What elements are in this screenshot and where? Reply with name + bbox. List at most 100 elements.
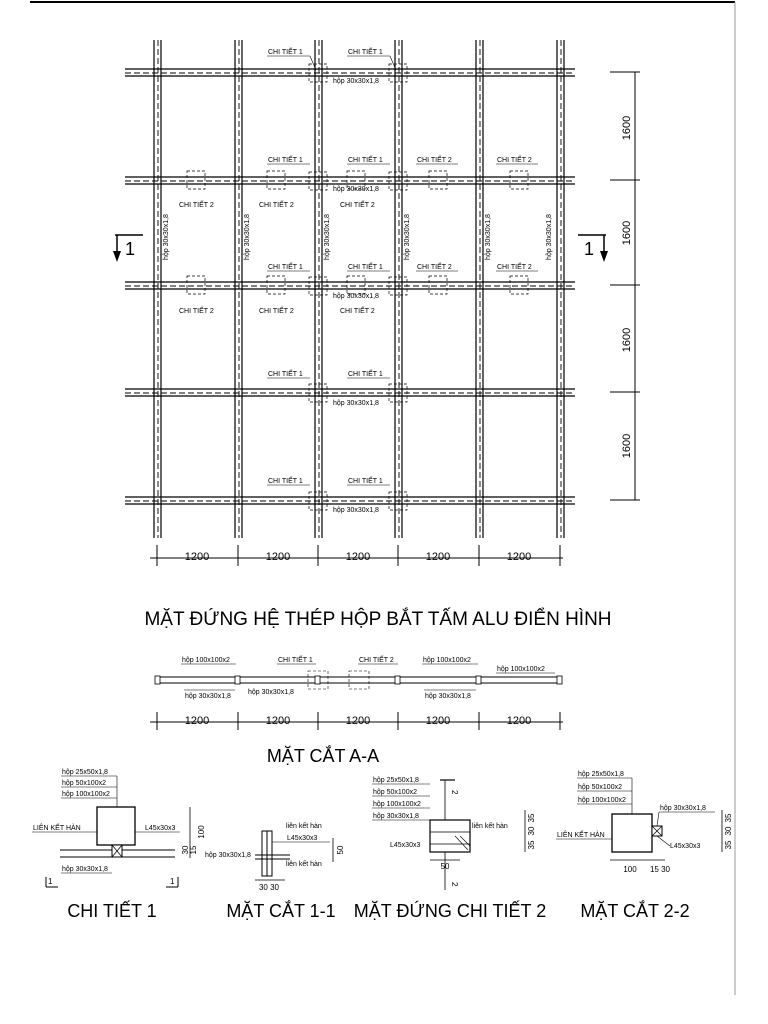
detail-2-marker xyxy=(346,275,366,295)
s22-weld: LIÊN KẾT HÀN xyxy=(557,829,605,839)
detail-1-marker xyxy=(388,383,408,403)
d2-hop25: hộp 25x50x1,8 xyxy=(373,777,419,784)
elevation-title: MẶT ĐỨNG HỆ THÉP HỘP BẮT TẤM ALU ĐIỂN HÌ… xyxy=(144,608,611,630)
d1-hop50: hộp 50x100x2 xyxy=(62,780,106,787)
d2-dim35b: 35 xyxy=(527,840,536,849)
callout-hop30-vert: hộp 30x30x1,8 xyxy=(546,214,553,260)
callout-hop30-vert: hộp 30x30x1,8 xyxy=(244,214,251,260)
detail-2-marker xyxy=(346,170,366,190)
d2-weld: liên kết hàn xyxy=(472,821,508,830)
d1-hop100: hộp 100x100x2 xyxy=(62,791,110,798)
aa-dim-5: 1200 xyxy=(507,715,531,727)
callout-ct1: CHI TIẾT 1 xyxy=(268,154,303,164)
callout-hop30-vert: hộp 30x30x1,8 xyxy=(163,214,170,260)
d1-mark-left: 1 xyxy=(48,877,53,886)
callout-hop30-vert: hộp 30x30x1,8 xyxy=(404,214,411,260)
elevation-detail-2-title: MẶT ĐỨNG CHI TIẾT 2 xyxy=(354,900,546,921)
callout-ct2: CHI TIẾT 2 xyxy=(417,154,452,164)
d2-mark-top: 2 xyxy=(450,790,459,795)
d1-l45: L45x30x3 xyxy=(145,825,175,832)
s11-weld: liên kết hàn xyxy=(286,821,322,830)
detail-1-marker xyxy=(388,491,408,511)
section-mark-left-label: 1 xyxy=(125,239,135,259)
detail-1-marker xyxy=(388,276,408,296)
callout-ct2: CHI TIẾT 2 xyxy=(497,154,532,164)
callout-ct2: CHI TIẾT 2 xyxy=(259,199,294,209)
d2-l45: L45x30x3 xyxy=(390,842,420,849)
s22-dim100: 100 xyxy=(623,865,637,874)
aa-hop100: hộp 100x100x2 xyxy=(182,657,230,664)
s22-hop30: hộp 30x30x1,8 xyxy=(660,805,706,812)
callout-hop30: hộp 30x30x1,8 xyxy=(333,400,379,407)
detail-2-marker xyxy=(186,170,206,190)
col-dim-3: 1200 xyxy=(346,551,370,563)
col-dim-1: 1200 xyxy=(185,551,209,563)
detail-1-marker xyxy=(388,63,408,83)
vertical-dimension: 1600 1600 1600 1600 xyxy=(610,71,640,501)
callout-ct1: CHI TIẾT 1 xyxy=(348,368,383,378)
s22-dim30: 30 xyxy=(724,826,733,835)
callout-ct2: CHI TIẾT 2 xyxy=(179,305,214,315)
row-dim-1: 1600 xyxy=(621,116,633,140)
detail-2-marker xyxy=(428,170,448,190)
detail-2-marker xyxy=(509,170,529,190)
callout-ct2: CHI TIẾT 2 xyxy=(340,305,375,315)
row-dim-3: 1600 xyxy=(621,328,633,352)
s22-dim35b: 35 xyxy=(724,840,733,849)
section-11-title: MẶT CẮT 1-1 xyxy=(226,900,335,921)
d2-hop100: hộp 100x100x2 xyxy=(373,801,421,808)
detail-2-marker xyxy=(266,170,286,190)
detail-1-title: CHI TIẾT 1 xyxy=(67,900,156,921)
detail-1-marker xyxy=(308,276,328,296)
d2-hop30: hộp 30x30x1,8 xyxy=(373,813,419,820)
callout-hop30: hộp 30x30x1,8 xyxy=(333,293,379,300)
detail-1-drawing: hộp 25x50x1,8 hộp 50x100x2 hộp 100x100x2… xyxy=(32,769,206,888)
col-dim-4: 1200 xyxy=(426,551,450,563)
d1-dim30: 30 xyxy=(181,845,190,854)
section-marker-right: 1 xyxy=(578,234,608,262)
callout-ct2: CHI TIẾT 2 xyxy=(179,199,214,209)
callout-hop30: hộp 30x30x1,8 xyxy=(333,78,379,85)
aa-hop30: hộp 30x30x1,8 xyxy=(185,693,231,700)
s11-weld: liên kết hàn xyxy=(286,859,322,868)
section-22-drawing: hộp 25x50x1,8 hộp 50x100x2 hộp 100x100x2… xyxy=(556,771,733,874)
callout-ct1: CHI TIẾT 1 xyxy=(268,261,303,271)
aa-ct1: CHI TIẾT 1 xyxy=(278,654,313,664)
detail-2-marker xyxy=(428,275,448,295)
d1-weld: LIÊN KẾT HÀN xyxy=(33,822,81,832)
d1-dim15: 15 xyxy=(189,845,198,854)
aa-hop30: hộp 30x30x1,8 xyxy=(248,689,294,696)
detail-1-marker xyxy=(308,171,328,191)
section-11-drawing: liên kết hàn L45x30x3 hộp 30x30x1,8 liên… xyxy=(205,821,345,892)
d2-mark-bottom: 2 xyxy=(450,882,459,887)
d2-hop50: hộp 50x100x2 xyxy=(373,789,417,796)
elevation-detail-2-drawing: hộp 25x50x1,8 hộp 50x100x2 hộp 100x100x2… xyxy=(372,777,536,890)
callout-ct1: CHI TIẾT 1 xyxy=(268,475,303,485)
callout-ct1: CHI TIẾT 1 xyxy=(348,475,383,485)
aa-hop30: hộp 30x30x1,8 xyxy=(425,693,471,700)
d2-dim30: 30 xyxy=(527,826,536,835)
s22-dim35a: 35 xyxy=(724,813,733,822)
callout-ct2: CHI TIẾT 2 xyxy=(497,261,532,271)
d2-dim50: 50 xyxy=(441,862,450,871)
section-aa-title: MẶT CẮT A-A xyxy=(267,745,379,766)
s11-dim3030: 30 30 xyxy=(259,883,280,892)
section-22-title: MẶT CẮT 2-2 xyxy=(580,900,689,921)
section-aa-drawing: hộp 100x100x2 CHI TIẾT 1 CHI TIẾT 2 hộp … xyxy=(150,654,563,730)
s22-hop100: hộp 100x100x2 xyxy=(578,797,626,804)
s22-hop50: hộp 50x100x2 xyxy=(578,784,622,791)
aa-hop100: hộp 100x100x2 xyxy=(497,666,545,673)
row-dim-4: 1600 xyxy=(621,434,633,458)
section-mark-right-label: 1 xyxy=(584,239,594,259)
d1-dim100: 100 xyxy=(197,825,206,839)
detail-2-marker xyxy=(266,275,286,295)
aa-hop100: hộp 100x100x2 xyxy=(423,657,471,664)
callout-ct1: CHI TIẾT 1 xyxy=(348,154,383,164)
s22-l45: L45x30x3 xyxy=(670,843,700,850)
d2-dim35a: 35 xyxy=(527,813,536,822)
callout-hop30-vert: hộp 30x30x1,8 xyxy=(324,214,331,260)
aa-dim-4: 1200 xyxy=(426,715,450,727)
callout-ct1: CHI TIẾT 1 xyxy=(348,261,383,271)
horizontal-dimension: 1200 1200 1200 1200 1200 xyxy=(150,545,563,566)
